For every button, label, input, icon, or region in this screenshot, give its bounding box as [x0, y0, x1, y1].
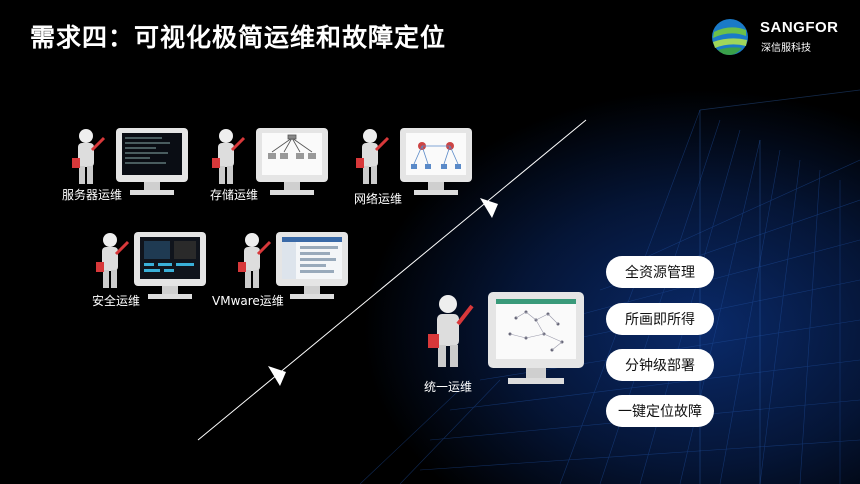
- sangfor-logo: SANGFOR 深信服科技: [710, 16, 850, 60]
- admin-monitor-icon: [356, 128, 472, 195]
- ops-label-security: 安全运维: [92, 294, 141, 308]
- admin-monitor-icon: [212, 128, 328, 195]
- ops-label-vmware: VMware运维: [212, 294, 284, 308]
- feature-tag: 一键定位故障: [606, 395, 714, 427]
- logo-name: SANGFOR: [760, 19, 839, 36]
- ops-label-server: 服务器运维: [62, 188, 123, 202]
- page-title: 需求四：可视化极简运维和故障定位: [30, 23, 447, 52]
- ops-item-vmware: [236, 230, 366, 306]
- worker-figure: [72, 129, 106, 184]
- ops-item-server: [70, 126, 200, 202]
- admin-monitor-icon: [72, 128, 188, 195]
- ops-label-storage: 存储运维: [210, 188, 259, 202]
- feature-tag: 所画即所得: [606, 303, 714, 335]
- feature-tag: 全资源管理: [606, 256, 714, 288]
- ops-item-unified: [426, 290, 596, 396]
- ops-item-storage: [210, 126, 340, 202]
- diagonal-line: [197, 119, 587, 441]
- ops-label-network: 网络运维: [354, 192, 403, 206]
- logo-subtitle: 深信服科技: [761, 43, 811, 54]
- arrow-down-right-icon: [268, 366, 286, 386]
- ops-item-network: [354, 126, 484, 202]
- feature-tag: 分钟级部署: [606, 349, 714, 381]
- admin-monitor-icon: [96, 232, 206, 299]
- ops-label-unified: 统一运维: [424, 380, 473, 394]
- arrow-down-right-icon: [480, 198, 498, 218]
- ops-item-security: [94, 230, 224, 306]
- admin-monitor-icon: [238, 232, 348, 299]
- globe-logo-icon: [712, 19, 748, 55]
- admin-monitor-icon: [428, 292, 584, 384]
